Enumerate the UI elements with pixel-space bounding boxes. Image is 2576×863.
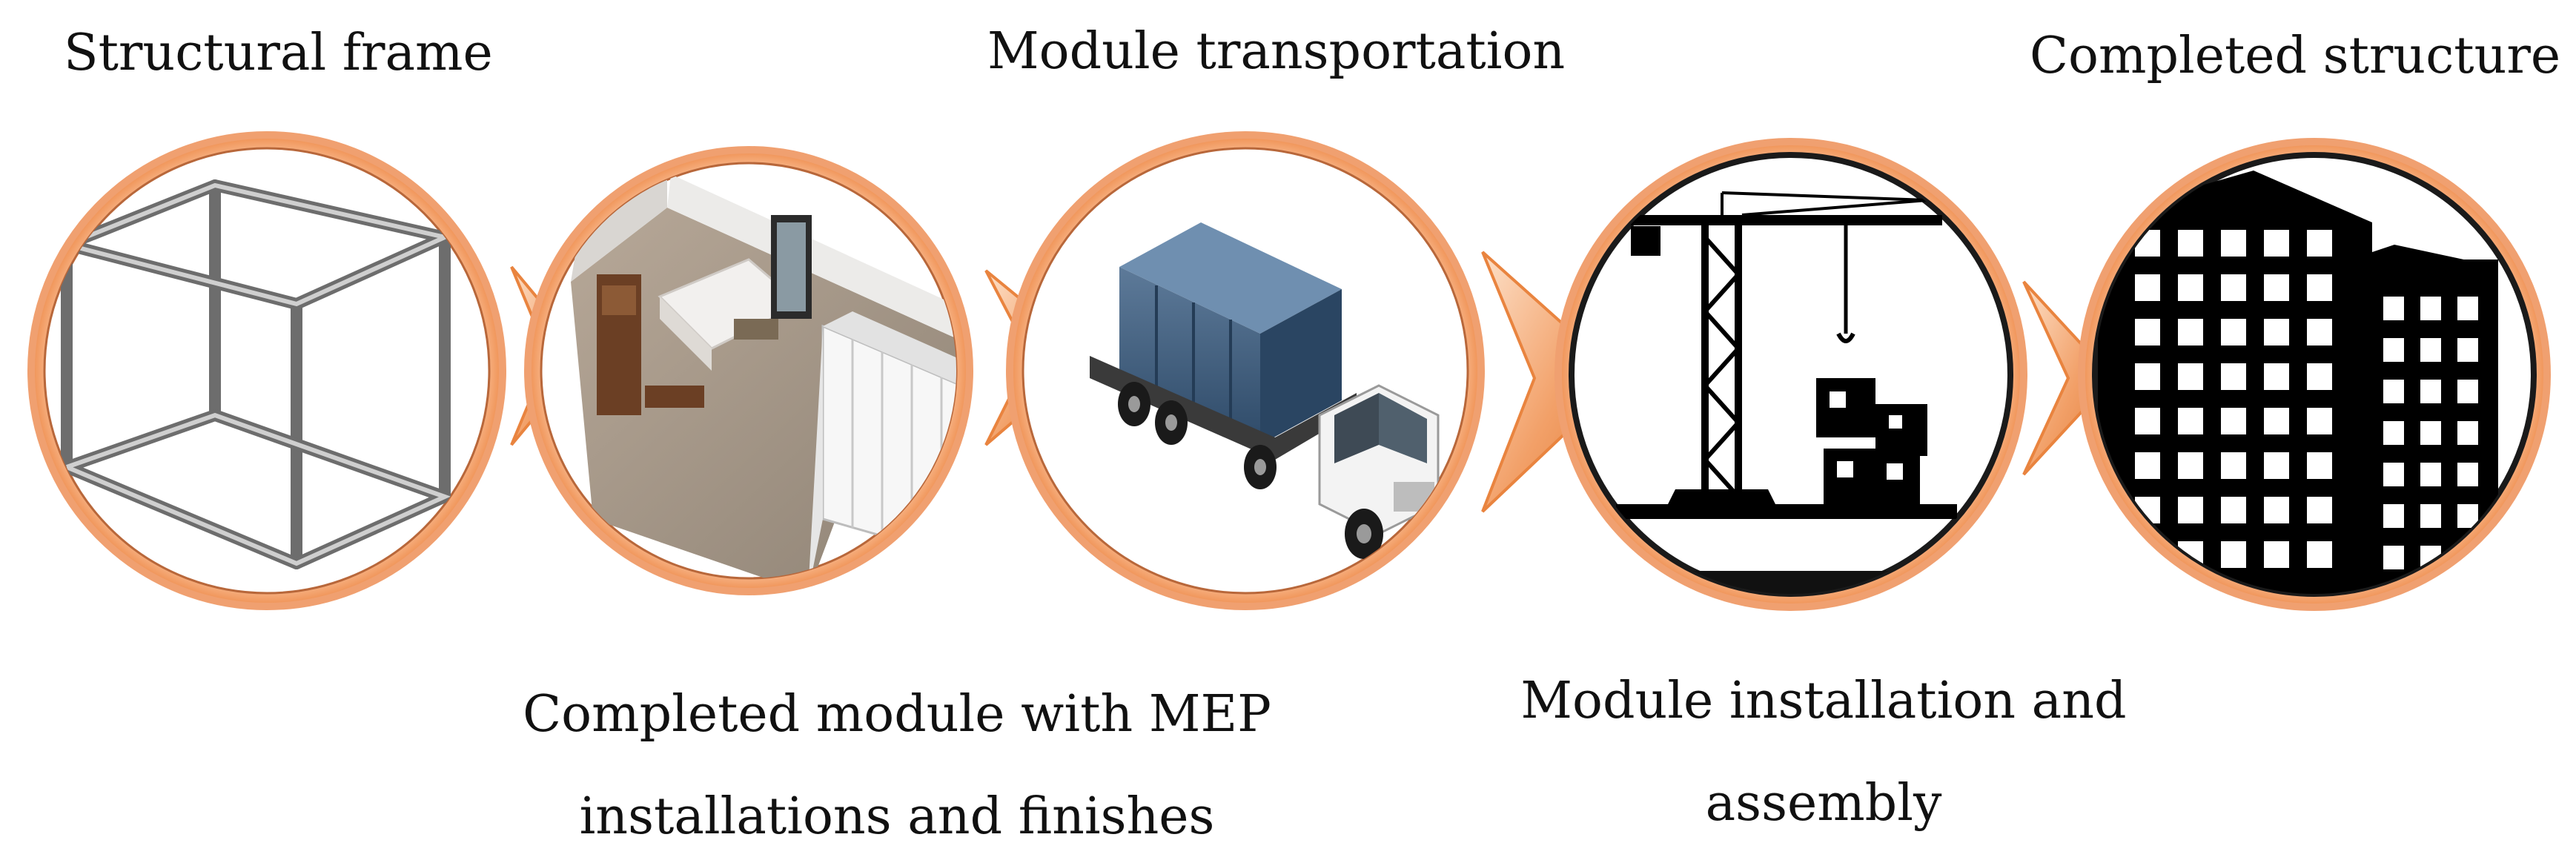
building-window: [2307, 408, 2332, 434]
building-window: [2221, 363, 2246, 390]
building-window: [2420, 504, 2441, 528]
tower-crane-icon: [1572, 191, 2010, 594]
stage-structural-frame: [27, 131, 506, 610]
label-module-installation-line2: assembly: [1705, 774, 1942, 833]
building-window: [2457, 504, 2478, 528]
building-window: [2307, 541, 2332, 568]
building-window: [2178, 274, 2203, 301]
building-window: [2221, 319, 2246, 345]
building-window: [2383, 421, 2404, 445]
building-window: [2264, 230, 2289, 257]
stage-module-transportation: [1006, 131, 1485, 610]
building-window: [2264, 541, 2289, 568]
building-window: [2178, 319, 2203, 345]
building-window: [2307, 452, 2332, 479]
building-window: [2135, 274, 2160, 301]
building-window: [2221, 541, 2246, 568]
building-window: [2307, 497, 2332, 523]
building-window: [2307, 319, 2332, 345]
building-window: [2420, 297, 2441, 320]
building-window: [2420, 463, 2441, 486]
building-window: [2457, 421, 2478, 445]
building-window: [2264, 408, 2289, 434]
building-window: [2383, 338, 2404, 362]
label-structural-frame: Structural frame: [64, 24, 493, 82]
building-window: [2178, 363, 2203, 390]
building-window: [2221, 274, 2246, 301]
building-window: [2307, 363, 2332, 390]
building-window: [2383, 297, 2404, 320]
building-window: [2383, 380, 2404, 403]
building-window: [2178, 408, 2203, 434]
building-window: [2221, 230, 2246, 257]
building-window: [2457, 338, 2478, 362]
building-window: [2307, 230, 2332, 257]
building-window: [2307, 274, 2332, 301]
furnished-room-module-icon: [571, 171, 956, 578]
stage-module-installation: [1554, 138, 2027, 611]
building-window: [2221, 497, 2246, 523]
label-module-installation-line1: Module installation and: [1520, 672, 2127, 730]
label-completed-module-line1: Completed module with MEP: [523, 685, 1271, 744]
stage-completed-module: [524, 146, 973, 595]
building-window: [2264, 363, 2289, 390]
building-window: [2457, 380, 2478, 403]
building-window: [2264, 497, 2289, 523]
building-window: [2383, 546, 2404, 569]
label-completed-structure: Completed structure: [2030, 27, 2561, 85]
building-window: [2264, 274, 2289, 301]
building-window: [2135, 452, 2160, 479]
building-window: [2135, 319, 2160, 345]
building-window: [2221, 452, 2246, 479]
stage-completed-structure: [2078, 138, 2551, 611]
building-window: [2178, 497, 2203, 523]
label-module-transportation: Module transportation: [987, 22, 1566, 81]
building-window: [2264, 452, 2289, 479]
label-completed-module-line2: installations and finishes: [579, 787, 1215, 846]
building-window: [2221, 408, 2246, 434]
building-window: [2457, 463, 2478, 486]
building-window: [2457, 297, 2478, 320]
building-window: [2420, 380, 2441, 403]
building-window: [2135, 408, 2160, 434]
building-window: [2135, 363, 2160, 390]
building-window: [2178, 452, 2203, 479]
building-window: [2383, 504, 2404, 528]
truck-with-module-icon: [1090, 222, 1440, 559]
building-window: [2264, 319, 2289, 345]
building-window: [2420, 338, 2441, 362]
building-window: [2420, 421, 2441, 445]
building-window: [2178, 230, 2203, 257]
building-window: [2383, 463, 2404, 486]
